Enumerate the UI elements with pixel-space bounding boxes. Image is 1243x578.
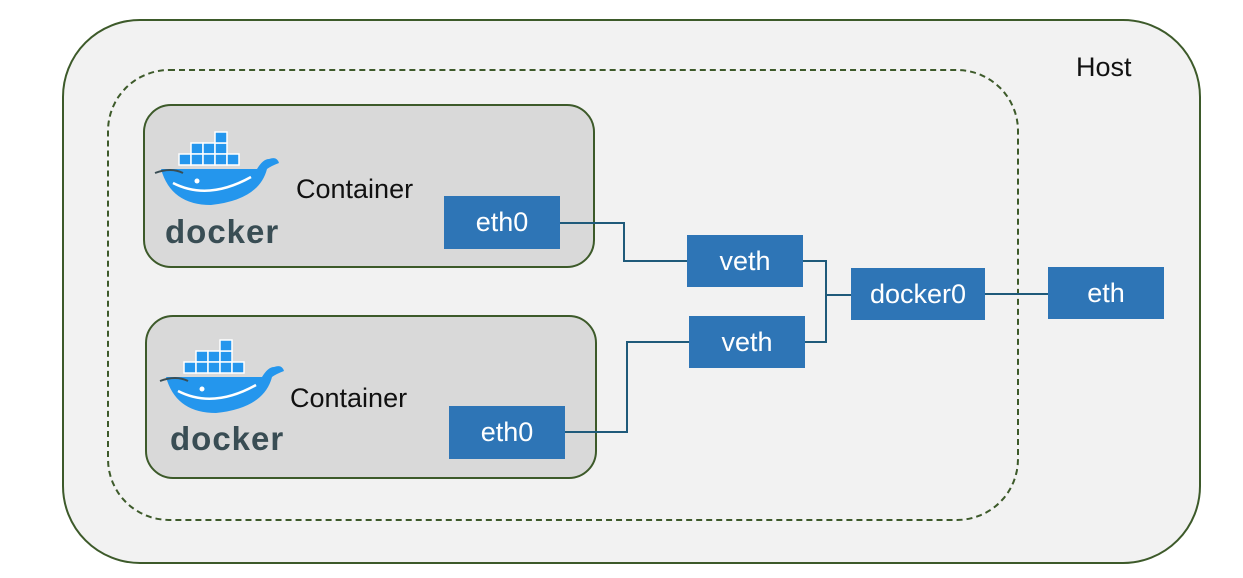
link-eth0-veth-2	[565, 341, 689, 433]
docker-whale-icon	[159, 339, 284, 413]
veth-interface-2[interactable]: veth	[689, 316, 805, 368]
docker-logo-text: docker	[165, 213, 280, 250]
link-veth-1-bridge	[803, 260, 851, 296]
docker-logo-text: docker	[170, 420, 285, 457]
eth0-interface[interactable]: eth0	[444, 196, 560, 249]
docker0-bridge[interactable]: docker0	[851, 268, 985, 320]
container-label: Container	[290, 383, 408, 413]
link-veth-2-bridge	[805, 295, 827, 343]
container-label: Container	[296, 174, 414, 204]
eth0-interface[interactable]: eth0	[449, 406, 565, 459]
veth-interface-1[interactable]: veth	[687, 235, 803, 287]
host-eth-interface[interactable]: eth	[1048, 267, 1164, 319]
link-eth0-veth-1	[560, 222, 687, 262]
host-label: Host	[1076, 52, 1132, 82]
docker-whale-icon	[154, 131, 279, 205]
